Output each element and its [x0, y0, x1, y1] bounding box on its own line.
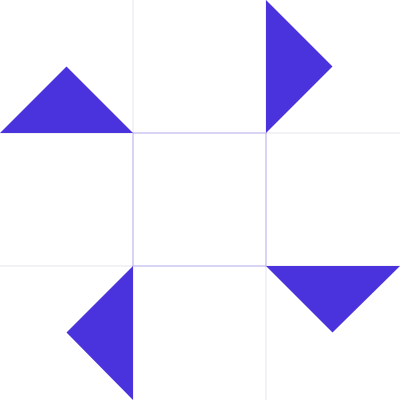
triangle-bottom-left: [66, 266, 133, 400]
triangle-top-right: [266, 0, 333, 133]
triangle-top-left: [0, 66, 133, 133]
triangle-bottom-right: [266, 266, 400, 333]
center-square: [132, 132, 267, 267]
